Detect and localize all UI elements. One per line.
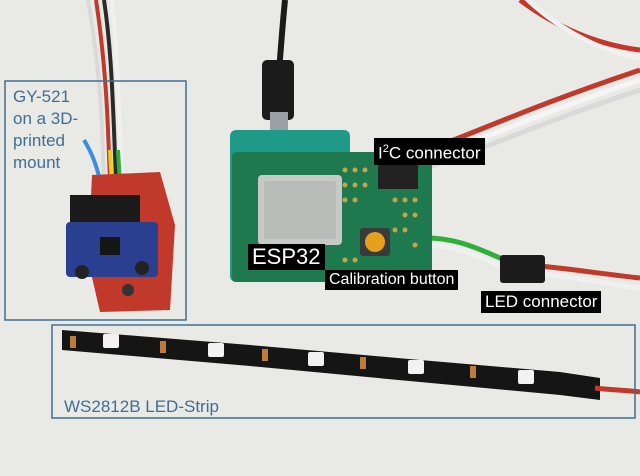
- mount-screw-3: [122, 284, 134, 296]
- gy521-label-line-1: GY-521: [13, 87, 71, 106]
- led-connector-plug: [500, 255, 545, 283]
- esp32-shield-inner: [264, 181, 336, 239]
- gy521-annotation-box: [4, 80, 187, 321]
- led-strip-leds: [103, 334, 534, 384]
- proto-holes: [342, 167, 418, 263]
- mount-screw-2: [135, 261, 149, 275]
- led-strip-pads: [70, 336, 476, 378]
- usb-plug: [262, 60, 294, 120]
- i2c-connector-label: I2C connector: [374, 138, 485, 165]
- sensor-header: [70, 195, 140, 227]
- calibration-button-label: Calibration button: [325, 270, 459, 290]
- i2c-prefix: I: [378, 143, 383, 163]
- led-strip-annotation-box: [51, 324, 636, 419]
- i2c-superscript: 2: [382, 143, 389, 155]
- esp32-label: ESP32: [248, 244, 325, 270]
- mount-screw-1: [75, 265, 89, 279]
- calibration-button-cap: [365, 232, 385, 252]
- led-connector-label: LED connector: [481, 291, 602, 313]
- header-pins: [378, 165, 418, 189]
- led-strip-label: WS2812B LED-Strip: [64, 397, 219, 416]
- gy521-chip: [100, 237, 120, 255]
- led-strip-wire: [594, 385, 640, 395]
- gy521-label: GY-521 on a 3D- printed mount: [13, 86, 78, 174]
- gy521-label-line-2: on a 3D-: [13, 109, 79, 128]
- sensor-wires: [82, 0, 124, 186]
- led-strip: [62, 330, 600, 400]
- gy521-label-line-4: mount: [13, 153, 61, 172]
- gy521-label-line-3: printed: [13, 131, 65, 150]
- usb-connector: [270, 112, 288, 130]
- i2c-suffix: C connector: [388, 143, 481, 163]
